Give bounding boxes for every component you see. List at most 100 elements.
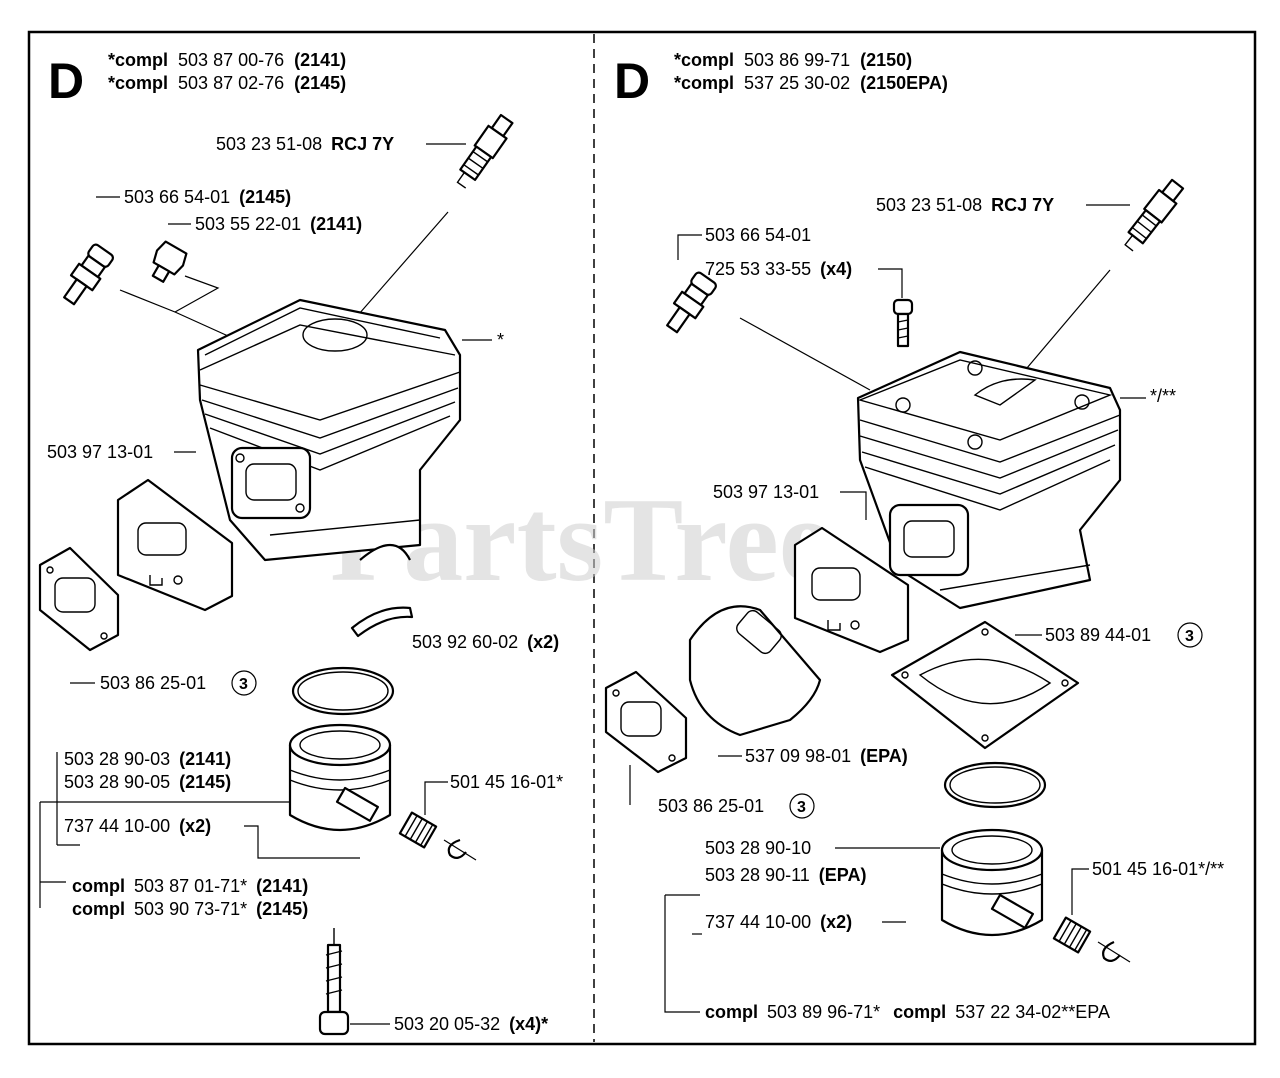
left-header-1-number: 503 87 00-76 [178,50,284,70]
right-header-2-prefix: *compl [674,73,734,93]
right-leader-decomp [677,234,702,260]
left-decomp-suffix: (2145) [239,187,291,207]
left-kit-2141-suffix: (2141) [256,876,308,896]
right-leader-circlip-line [1097,941,1131,963]
right-circlip-part [1102,940,1121,962]
left-piston-2141-number: 503 28 90-03 [64,749,170,769]
right-ring-circle-number: 3 [797,799,806,816]
right-kit-b-number: 537 22 34-02**EPA [955,1002,1110,1022]
left-leader-circlip [244,825,360,859]
right-piston-epa-suffix: (EPA) [819,865,867,885]
left-label-needle-bearing: 501 45 16-01* [450,772,563,792]
left-plug-part [151,240,188,283]
left-kit-2141-number: 503 87 01-71* [134,876,247,896]
right-label-piston: 503 28 90-10 [705,838,811,858]
right-label-epa-cover: 537 09 98-01 (EPA) [745,746,908,766]
left-header-2-prefix: *compl [108,73,168,93]
left-kit-2145-prefix: compl [72,899,125,919]
left-gasket-plate-part [116,478,234,612]
right-label-spark-plug: 503 23 51-08 RCJ 7Y [876,195,1054,215]
left-bearing-suffix: (x2) [527,632,559,652]
right-piston-part [940,828,1044,936]
right-header-1-model: (2150) [860,50,912,70]
left-section-letter: D [48,53,84,109]
left-piston-ring-part [291,666,395,716]
right-label-needle-bearing: 501 45 16-01*/** [1092,859,1224,879]
right-screw-part [892,298,914,348]
left-ring-circle [231,670,257,696]
left-piston-part [288,723,392,831]
left-piston-2145-suffix: (2145) [179,772,231,792]
left-header-line-2: *compl 503 87 02-76 (2145) [108,73,346,93]
left-bearing-half-part [350,606,414,638]
left-spark-plug-suffix: RCJ 7Y [331,134,394,154]
right-leader-needle-bearing [1071,868,1089,915]
left-piston-ring-inner [297,671,389,711]
right-label-piston-epa: 503 28 90-11 (EPA) [705,865,866,885]
left-label-ring: 503 86 25-01 [100,673,206,693]
right-section-letter: D [614,53,650,109]
right-kit-a-number: 503 89 96-71* [767,1002,880,1022]
left-kit-2145-number: 503 90 73-71* [134,899,247,919]
right-header-2-number: 537 25 30-02 [744,73,850,93]
right-circlip-number: 737 44 10-00 [705,912,811,932]
left-screw-number: 503 20 05-32 [394,1014,500,1034]
left-flange-gasket-part [38,546,120,652]
left-label-kit-2145: compl 503 90 73-71* (2145) [72,899,308,919]
left-leader-spark-plug-to-cylinder [344,211,449,331]
left-label-plug: 503 55 22-01 (2141) [195,214,362,234]
right-needle-bearing-part [1052,916,1092,954]
right-label-gasket: 503 97 13-01 [713,482,819,502]
right-decomp-valve-part [666,271,717,334]
right-circlip-suffix: (x2) [820,912,852,932]
left-label-decomp: 503 66 54-01 (2145) [124,187,291,207]
right-base-gasket-circle-number: 3 [1185,628,1194,645]
left-circlip-suffix: (x2) [179,816,211,836]
right-spark-plug-suffix: RCJ 7Y [991,195,1054,215]
right-screw-suffix: (x4) [820,259,852,279]
right-spark-plug-part [1124,178,1185,252]
right-ring-circle [789,793,815,819]
left-plug-suffix: (2141) [310,214,362,234]
right-leader-kit-bracket [664,895,700,1013]
left-kit-2141-prefix: compl [72,876,125,896]
right-epa-cover-suffix: (EPA) [860,746,908,766]
left-leader-valves-bracket [119,275,220,313]
right-header-1-number: 503 86 99-71 [744,50,850,70]
left-circlip-number: 737 44 10-00 [64,816,170,836]
right-epa-cover-number: 537 09 98-01 [745,746,851,766]
right-kit-b-prefix: compl [893,1002,946,1022]
right-gasket-plate-part [793,526,910,654]
right-header-2-model: (2150EPA) [860,73,948,93]
right-label-base-gasket: 503 89 44-01 [1045,625,1151,645]
left-header-1-prefix: *compl [108,50,168,70]
left-decomp-number: 503 66 54-01 [124,187,230,207]
right-label-ring: 503 86 25-01 [658,796,764,816]
right-piston-epa-number: 503 28 90-11 [705,865,810,885]
right-screw-number: 725 53 33-55 [705,259,811,279]
right-base-gasket-circle [1177,622,1203,648]
left-label-spark-plug: 503 23 51-08 RCJ 7Y [216,134,394,154]
right-header-1-prefix: *compl [674,50,734,70]
left-piston-2145-number: 503 28 90-05 [64,772,170,792]
left-ring-circle-number: 3 [239,676,248,693]
left-header-1-model: (2141) [294,50,346,70]
left-spark-plug-number: 503 23 51-08 [216,134,322,154]
right-base-gasket-part [890,620,1080,750]
left-label-cylinder-star: * [497,330,504,350]
left-spark-plug-part [456,113,514,189]
left-plug-number: 503 55 22-01 [195,214,301,234]
left-screw-suffix: (x4)* [509,1014,548,1034]
right-piston-ring-part [943,761,1047,809]
right-leader-decomp-to-cylinder [739,317,871,391]
right-flange-gasket-part [604,670,688,774]
left-header-line-1: *compl 503 87 00-76 (2141) [108,50,346,70]
right-header-line-2: *compl 537 25 30-02 (2150EPA) [674,73,948,93]
left-screw-part [318,928,350,1036]
right-panel: D *compl 503 86 99-71 (2150) *compl 537 … [604,50,1224,1022]
left-decomp-valve-part [63,243,114,306]
right-label-circlip: 737 44 10-00 (x2) [705,912,852,932]
right-label-kit: compl 503 89 96-71* compl 537 22 34-02**… [705,1002,1110,1022]
right-piston-ring-inner [949,766,1041,804]
